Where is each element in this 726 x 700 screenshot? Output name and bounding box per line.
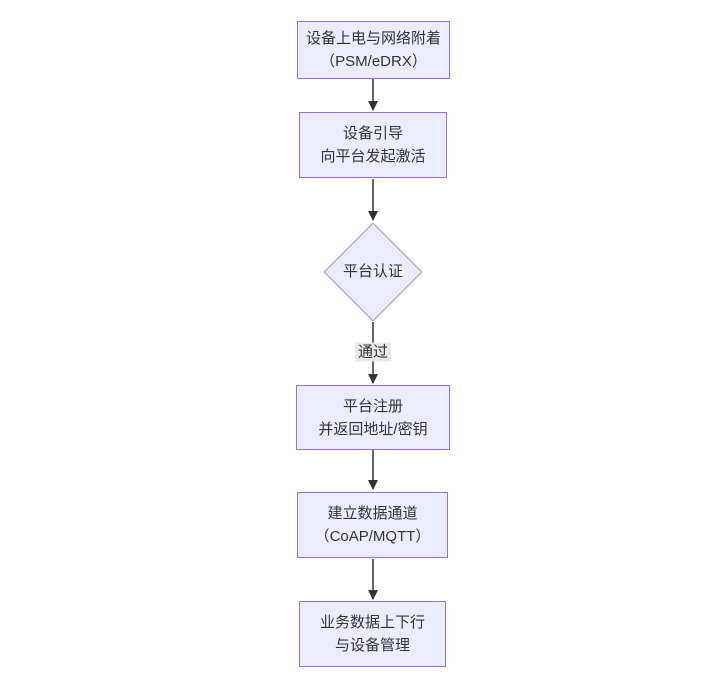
node-bootstrap-line2: 向平台发起激活 [320, 148, 426, 165]
node-power-attach-line1: 设备上电与网络附着 [305, 30, 441, 47]
node-data-channel-line2: （CoAP/MQTT） [314, 528, 431, 545]
node-data-channel-line1: 建立数据通道 [327, 505, 418, 522]
node-business-data-line1: 业务数据上下行 [319, 614, 425, 631]
node-business-data-line2: 与设备管理 [334, 637, 410, 654]
node-platform-auth-label: 平台认证 [342, 263, 403, 280]
edge-label-pass: 通过 [354, 342, 392, 362]
node-platform-register-line1: 平台注册 [342, 397, 403, 415]
node-business-data: 业务数据上下行 与设备管理 [299, 601, 446, 667]
node-bootstrap-line1: 设备引导 [342, 125, 403, 142]
node-platform-register-line2: 并返回地址/密钥 [318, 420, 428, 438]
node-power-attach: 设备上电与网络附着 （PSM/eDRX） [297, 21, 450, 79]
node-platform-register: 平台注册 并返回地址/密钥 [296, 385, 450, 450]
node-power-attach-line2: （PSM/eDRX） [320, 53, 427, 70]
node-bootstrap: 设备引导 向平台发起激活 [299, 112, 447, 178]
node-data-channel: 建立数据通道 （CoAP/MQTT） [297, 492, 448, 558]
